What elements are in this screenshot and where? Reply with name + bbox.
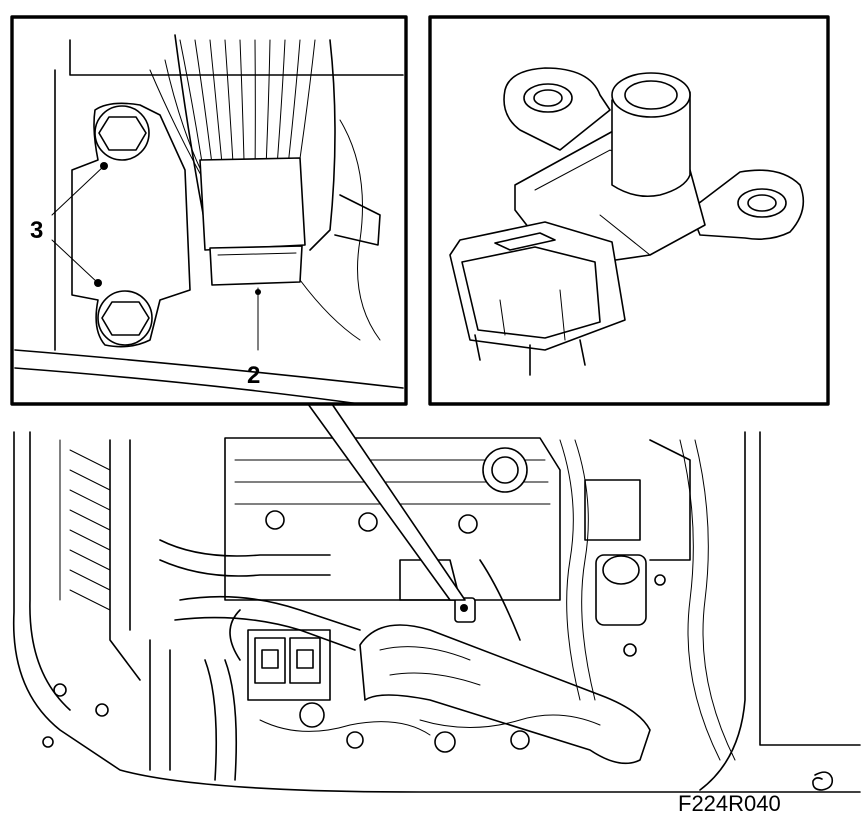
relay-block (247, 629, 331, 701)
wiring-harness (259, 439, 736, 761)
pressure-sensor-mounted (199, 157, 306, 351)
detail-panel-mounted: 3 2 (10, 15, 408, 406)
figure-mark-icon (812, 771, 834, 791)
bolt-upper (94, 105, 150, 161)
bolt-lower (97, 290, 153, 346)
engine-details (42, 559, 666, 753)
coolant-pipes (149, 539, 361, 781)
engine-bay-overview (12, 431, 861, 793)
air-intake-hose (359, 624, 651, 765)
callout-3-label: 3 (30, 217, 43, 244)
detail-panel-sensor (428, 15, 830, 406)
brake-reservoir (584, 439, 691, 626)
callout-fasteners: 3 (30, 165, 105, 284)
pressure-sensor-detail (449, 67, 805, 376)
pressure-sensor-location (454, 597, 476, 623)
callout-sensor: 2 (247, 362, 260, 389)
reference-code: F224R040 (678, 791, 781, 816)
figure-reference: F224R040 (678, 771, 834, 816)
callout-2-label: 2 (247, 362, 260, 389)
radiator-fins (59, 439, 141, 681)
